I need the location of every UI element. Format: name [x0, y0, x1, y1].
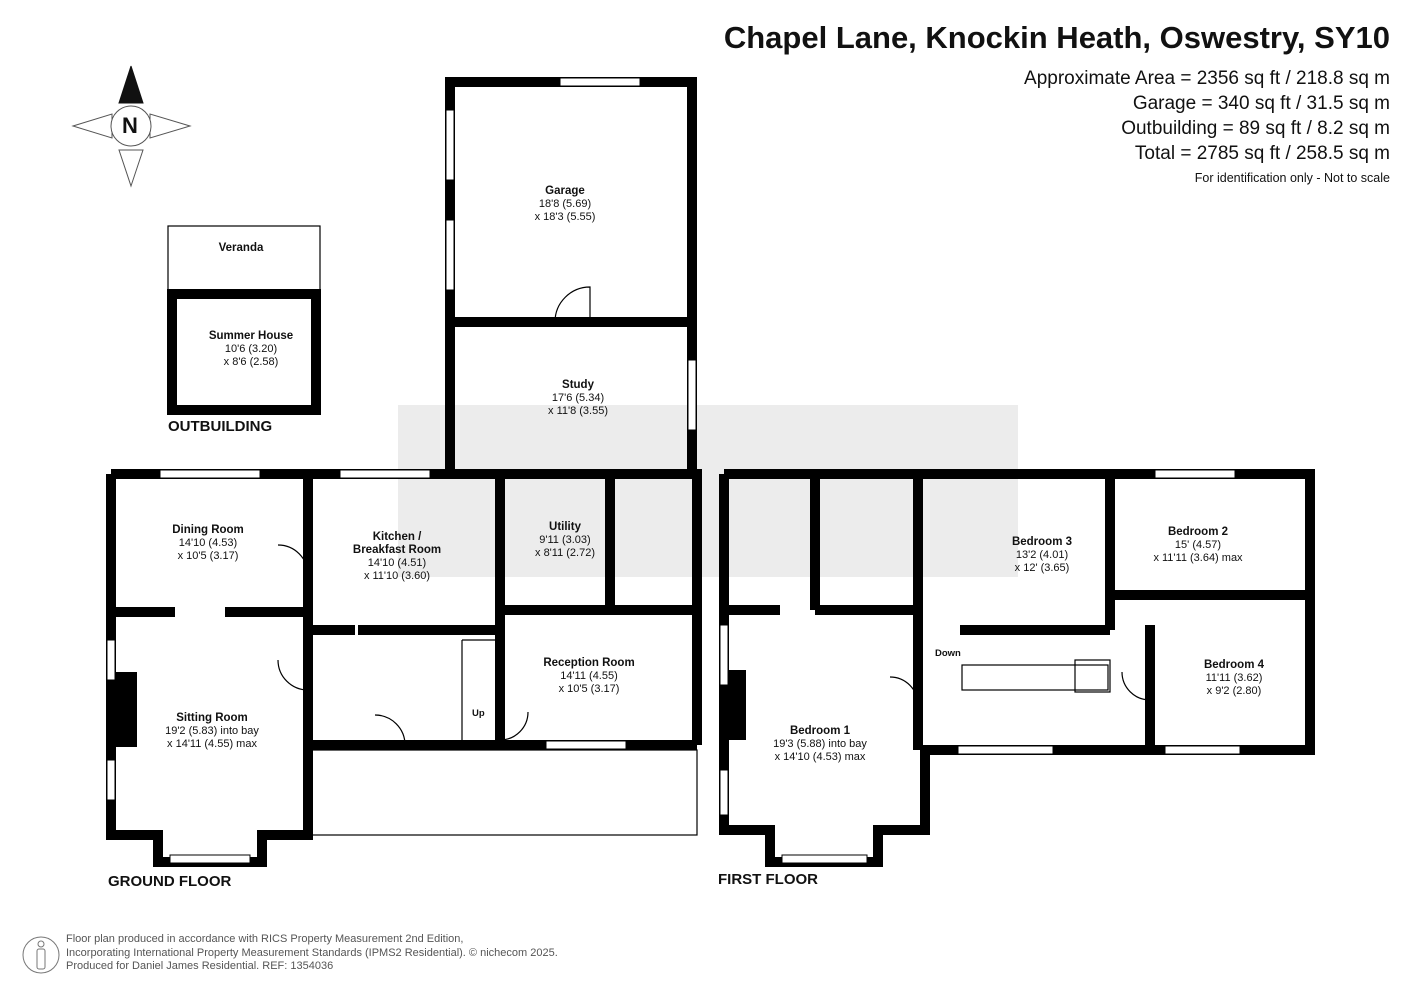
area-approx: Approximate Area = 2356 sq ft / 218.8 sq… — [1024, 68, 1390, 89]
page-title: Chapel Lane, Knockin Heath, Oswestry, SY… — [723, 20, 1390, 55]
scale-note: For identification only - Not to scale — [1194, 171, 1390, 185]
walls — [106, 77, 1315, 867]
person-icon — [22, 936, 60, 974]
footer-text: Floor plan produced in accordance with R… — [66, 933, 558, 974]
windows — [106, 77, 1241, 864]
first-floor-label: FIRST FLOOR — [718, 871, 818, 888]
area-total: Total = 2785 sq ft / 258.5 sq m — [1134, 143, 1390, 164]
compass-icon — [71, 65, 192, 188]
area-garage: Garage = 340 sq ft / 31.5 sq m — [1132, 93, 1390, 114]
footer-line: Floor plan produced in accordance with R… — [66, 933, 464, 945]
footer-line: Produced for Daniel James Residential. R… — [66, 960, 334, 972]
ground-floor-label: GROUND FLOOR — [108, 873, 232, 890]
outbuilding-label: OUTBUILDING — [168, 418, 273, 435]
stairs-down-label: Down — [935, 648, 961, 659]
veranda-label: Veranda — [218, 242, 264, 254]
stairs-up-label: Up — [472, 708, 485, 719]
compass-label: N — [122, 113, 138, 138]
thin-lines — [167, 225, 1151, 836]
footer-line: Incorporating International Property Mea… — [66, 946, 558, 959]
area-outbuilding: Outbuilding = 89 sq ft / 8.2 sq m — [1121, 118, 1390, 139]
fireplace-icon — [115, 672, 137, 747]
fireplace-icon — [728, 670, 746, 740]
